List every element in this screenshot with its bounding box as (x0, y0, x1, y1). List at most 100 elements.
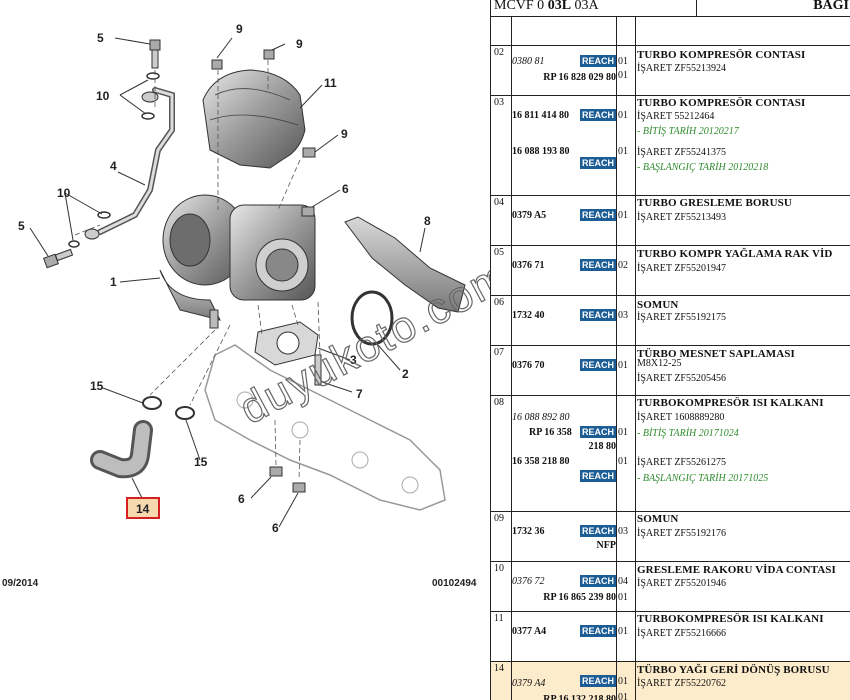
row-item-number: 10 (494, 563, 504, 574)
highlight-box-14[interactable] (126, 497, 160, 519)
label-9-b: 9 (296, 37, 303, 51)
label-9-c: 9 (341, 127, 348, 141)
part-title: TURBO KOMPRESÖR CONTASI (637, 49, 806, 61)
part-reference: 1732 36 (512, 526, 545, 537)
turbo-gasket-3[interactable] (254, 321, 319, 366)
row-description: TURBO KOMPR YAĞLAMA RAK VİD İŞARET ZF5520… (637, 246, 850, 295)
quantity: 01 (618, 210, 628, 221)
reach-badge: REACH (580, 109, 616, 121)
quantity: 01 (618, 427, 628, 438)
quantity: 01 (618, 110, 628, 121)
part-title: GRESLEME RAKORU VİDA CONTASI (637, 564, 836, 576)
label-9-a: 9 (236, 22, 243, 36)
catalog-spacer (491, 17, 850, 46)
diagram-date: 09/2014 (2, 578, 39, 589)
oil-return-pipe-14[interactable] (90, 420, 153, 479)
nuts-9[interactable] (211, 49, 316, 158)
quantity: 01 (618, 56, 628, 67)
reach-badge: REACH (580, 259, 616, 271)
stud-7[interactable] (314, 354, 322, 386)
part-reference: 16 811 414 80 (512, 110, 569, 121)
label-5-top: 5 (97, 31, 104, 45)
catalog-header-right: BAGI (813, 0, 849, 13)
row-refs: 0377 A4 REACH (511, 612, 616, 661)
label-6-top: 6 (342, 182, 349, 196)
part-title: TÜRBO MESNET SAPLAMASI (637, 348, 795, 360)
catalog-code: MCVF 0 03L 03A (494, 0, 599, 13)
row-qty: 03 (617, 296, 633, 345)
label-10-left: 10 (57, 186, 71, 200)
part-reference: NFP (596, 540, 616, 551)
reach-badge: REACH (580, 470, 616, 482)
reach-badge: REACH (580, 157, 616, 169)
exploded-parts-diagram: 5 9 9 11 10 9 4 6 10 8 5 1 3 2 15 7 15 6… (2, 22, 490, 589)
seal-washers-10[interactable] (68, 72, 160, 248)
heat-shield-11[interactable] (202, 69, 306, 169)
part-title: TURBOKOMPRESÖR ISI KALKANI (637, 397, 824, 409)
part-reference: 0376 71 (512, 260, 545, 271)
gasket-ring-2[interactable] (350, 290, 394, 346)
turbocharger-1[interactable] (159, 194, 316, 329)
row-qty: 01 (617, 346, 633, 395)
label-7: 7 (356, 387, 363, 401)
row-item-number: 07 (494, 347, 504, 358)
part-title: TÜRBO YAĞI GERİ DÖNÜŞ BORUSU (637, 664, 830, 676)
reach-badge: REACH (580, 525, 616, 537)
catalog-header: MCVF 0 03L 03A BAGI (491, 0, 850, 17)
oil-feed-pipe-4[interactable] (84, 87, 175, 240)
col-divider-qty (616, 16, 617, 700)
part-mark: İŞARET ZF55216666 (637, 628, 726, 639)
label-5-left: 5 (18, 219, 25, 233)
nut-6[interactable] (301, 206, 315, 217)
label-2: 2 (402, 367, 409, 381)
part-title: TURBO KOMPR YAĞLAMA RAK VİD (637, 248, 833, 260)
banjo-bolt-5[interactable] (43, 39, 161, 269)
label-6-left: 6 (238, 492, 245, 506)
part-reference: RP 16 132 218 80 (543, 694, 616, 700)
label-1: 1 (110, 275, 117, 289)
hose-clamps-15[interactable] (142, 396, 195, 420)
row-item-number: 09 (494, 513, 504, 524)
row-item-number: 06 (494, 297, 504, 308)
label-8: 8 (424, 214, 431, 228)
date-note: - BAŞLANGIÇ TARİH 20120218 (637, 162, 769, 173)
part-title: SOMUN (637, 513, 679, 525)
part-title: SOMUN (637, 299, 679, 311)
date-note: - BİTİŞ TARİH 20171024 (637, 428, 739, 439)
heat-shield-8[interactable] (344, 216, 466, 313)
part-reference: 0377 A4 (512, 626, 547, 637)
date-note: - BİTİŞ TARİH 20120217 (637, 126, 739, 137)
part-mark: M8X12-25 (637, 358, 682, 369)
row-qty: 03 (617, 512, 633, 561)
part-mark: İŞARET ZF55201947 (637, 263, 726, 274)
part-reference: 1732 40 (512, 310, 545, 321)
date-note: - BAŞLANGIÇ TARİH 20171025 (637, 473, 769, 484)
part-mark: İŞARET ZF55213924 (637, 63, 726, 74)
reach-badge: REACH (580, 625, 616, 637)
nuts-6-bottom[interactable] (269, 466, 306, 493)
part-mark: İŞARET ZF55241375 (637, 147, 726, 158)
row-qty: 01 (617, 196, 633, 245)
part-mark: İŞARET ZF55220762 (637, 678, 726, 689)
